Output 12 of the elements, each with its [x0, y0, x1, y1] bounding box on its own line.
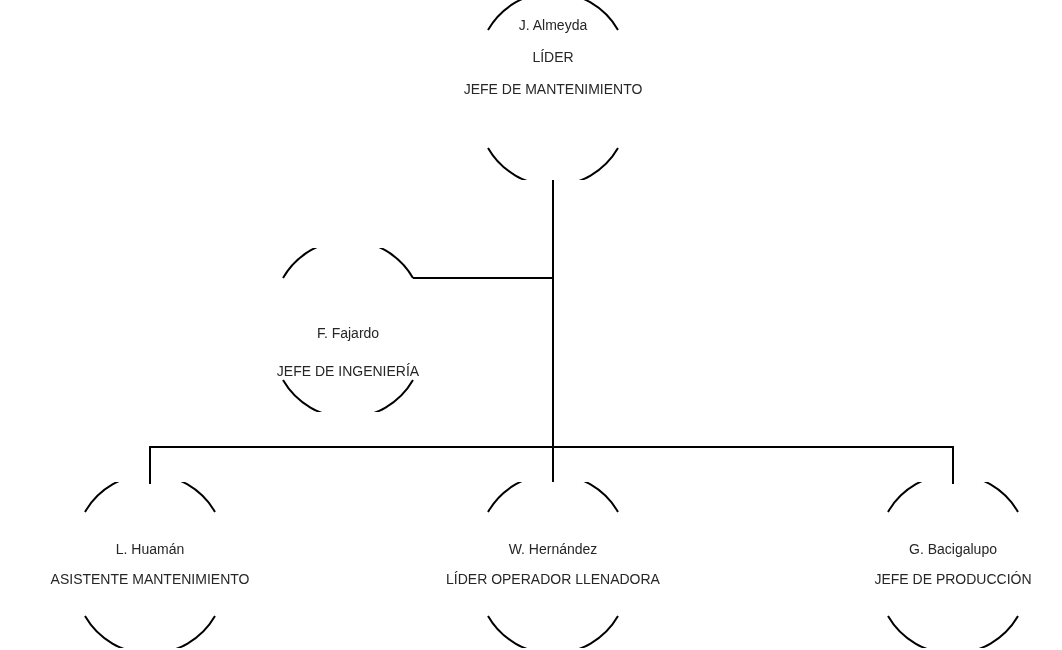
- job-title: LÍDER: [532, 48, 574, 66]
- job-title: ASISTENTE MANTENIMIENTO: [50, 570, 250, 588]
- job-title: LÍDER OPERADOR LLENADORA: [446, 570, 660, 588]
- person-name: W. Hernández: [508, 540, 598, 558]
- person-name: L. Huamán: [115, 540, 185, 558]
- person-name: G. Bacigalupo: [909, 540, 997, 558]
- connector-line: [552, 179, 954, 485]
- job-title: JEFE DE INGENIERÍA: [276, 362, 420, 380]
- person-name: J. Almeyda: [518, 16, 588, 34]
- job-title: JEFE DE MANTENIMIENTO: [463, 80, 643, 98]
- person-name: F. Fajardo: [316, 324, 380, 342]
- job-title: JEFE DE PRODUCCIÓN: [874, 570, 1032, 588]
